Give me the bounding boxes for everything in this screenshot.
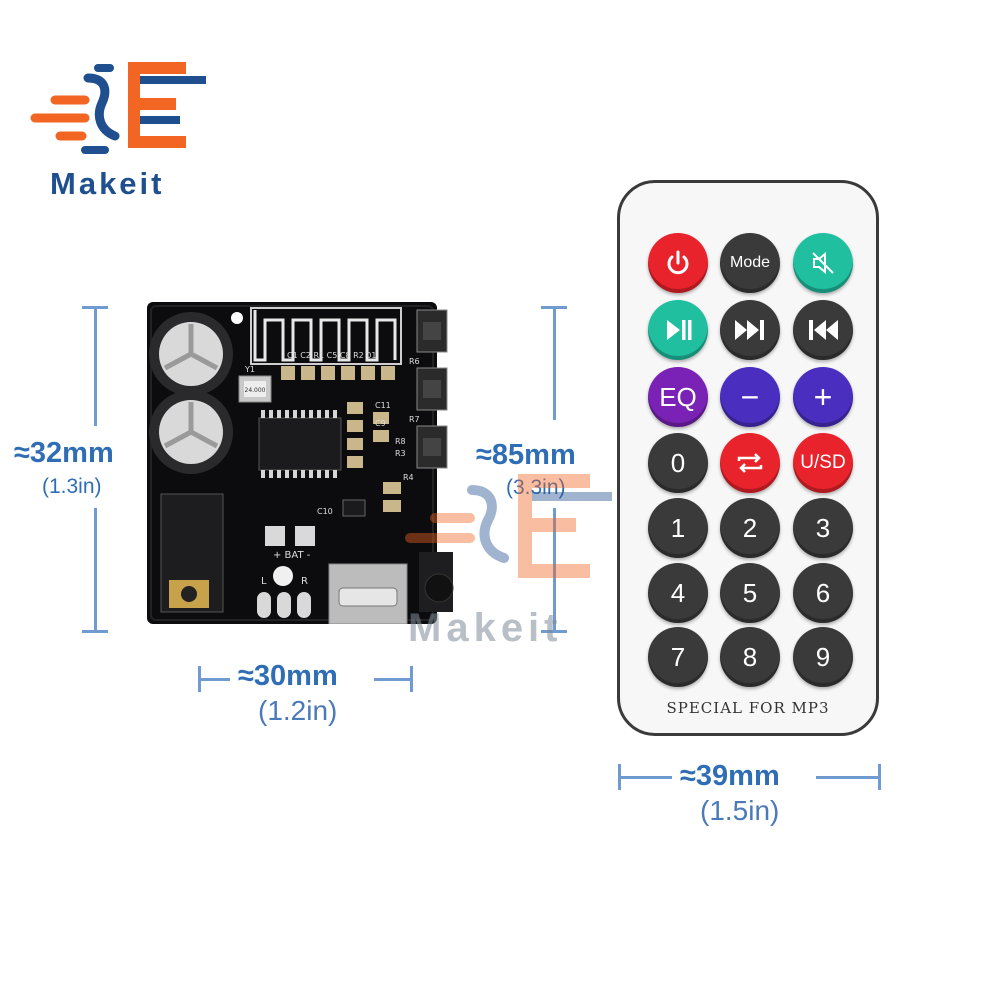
remote-button-repeat[interactable]: [720, 433, 780, 493]
board-height-line-lower: [94, 508, 97, 632]
crystal-label: 24.000: [245, 387, 266, 394]
remote-button-label: 7: [670, 641, 686, 672]
remote-width-line-right: [816, 776, 880, 779]
silk-r: R: [301, 576, 308, 587]
power-icon: [663, 248, 693, 278]
silk-y1: Y1: [244, 365, 255, 374]
silk-r4: R4: [403, 473, 414, 482]
remote-width-label: ≈39mm: [680, 760, 780, 792]
board-height-line-upper: [94, 306, 97, 426]
brand-name: Makeit: [50, 166, 165, 201]
remote-button-label: Mode: [729, 254, 771, 271]
board-height-bottom-tick: [82, 630, 108, 633]
remote-button-9[interactable]: 9: [793, 627, 853, 687]
silk-r8: R8: [395, 437, 406, 446]
board-width-sub: (1.2in): [258, 695, 338, 726]
remote-button-8[interactable]: 8: [720, 627, 780, 687]
remote-width-right-tick: [878, 764, 881, 790]
remote-button-label: 5: [742, 577, 758, 608]
silk-r3: R3: [395, 449, 406, 458]
remote-button-label: 3: [815, 512, 831, 543]
remote-button-5[interactable]: 5: [720, 563, 780, 623]
previous-icon: [806, 318, 840, 342]
remote-button-eq[interactable]: EQ: [648, 367, 708, 427]
repeat-icon: [733, 448, 767, 478]
remote-height-line-lower: [553, 508, 556, 632]
remote-button-mode[interactable]: Mode: [720, 233, 780, 293]
remote-button-2[interactable]: 2: [720, 498, 780, 558]
remote-button-label: U/SD: [800, 452, 846, 473]
watermark-logo-icon: [405, 474, 612, 578]
remote-button-label: 2: [742, 512, 758, 543]
remote-width-sub: (1.5in): [700, 795, 780, 826]
board-height-label: ≈32mm: [14, 437, 114, 469]
remote-button-label: 1: [670, 512, 686, 543]
remote-footer-label: SPECIAL FOR MP3: [666, 699, 830, 717]
remote-button-1[interactable]: 1: [648, 498, 708, 558]
remote-button-plus[interactable]: +: [793, 367, 853, 427]
silk-c11: C11: [375, 401, 391, 410]
remote-height-sub: (3.3in): [506, 476, 566, 500]
remote-button-label: +: [813, 378, 833, 415]
remote-button-play-pause[interactable]: [648, 300, 708, 360]
board-height-sub: (1.3in): [42, 475, 102, 498]
remote-button-3[interactable]: 3: [793, 498, 853, 558]
remote-height-line-upper: [553, 306, 556, 420]
remote-button-label: 8: [742, 641, 758, 672]
capacitor-bottom: [149, 390, 233, 474]
board-width-right-tick: [410, 666, 413, 692]
play-pause-icon: [662, 315, 694, 345]
remote-button-label: 9: [815, 641, 831, 672]
remote-button-label: 0: [670, 447, 686, 478]
remote-button-4[interactable]: 4: [648, 563, 708, 623]
remote-button-6[interactable]: 6: [793, 563, 853, 623]
remote-button-label: EQ: [659, 381, 697, 412]
board-width-line-left: [198, 678, 230, 681]
remote-button-mute[interactable]: [793, 233, 853, 293]
silk-r6: R6: [409, 357, 420, 366]
bluetooth-audio-board: 24.000 Y1 C1 C2 R1 C5 C8 R2 01 R6 R7 R8 …: [147, 302, 454, 624]
next-icon: [733, 318, 767, 342]
remote-button-previous[interactable]: [793, 300, 853, 360]
mute-icon: [808, 248, 838, 278]
remote-height-label: ≈85mm: [476, 439, 576, 471]
remote-button-0[interactable]: 0: [648, 433, 708, 493]
makeit-logo-icon: [30, 62, 206, 154]
remote-button-power[interactable]: [648, 233, 708, 293]
silk-r7: R7: [409, 415, 420, 424]
watermark-text: Makeit: [408, 606, 563, 650]
remote-button-u-sd[interactable]: U/SD: [793, 433, 853, 493]
board-width-label: ≈30mm: [238, 660, 338, 692]
remote-button-minus[interactable]: −: [720, 367, 780, 427]
remote-button-label: 6: [815, 577, 831, 608]
remote-button-label: 4: [670, 577, 686, 608]
board-switches: [416, 309, 448, 469]
silk-c10: C10: [317, 507, 333, 516]
capacitor-top: [149, 312, 233, 396]
remote-button-7[interactable]: 7: [648, 627, 708, 687]
remote-width-line-left: [618, 776, 672, 779]
board-width-line-right: [374, 678, 412, 681]
silk-l: L: [261, 576, 267, 587]
silk-bat: + BAT -: [273, 550, 311, 561]
silk-c9: C9: [375, 419, 386, 428]
remote-button-label: −: [740, 378, 760, 415]
remote-button-next[interactable]: [720, 300, 780, 360]
remote-height-bottom-tick: [541, 630, 567, 633]
silk-caps: C1 C2 R1 C5 C8 R2 01: [287, 351, 376, 360]
